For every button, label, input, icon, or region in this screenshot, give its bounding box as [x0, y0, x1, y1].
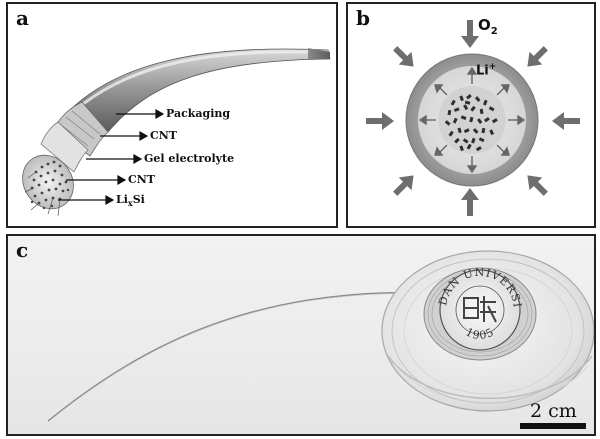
cross-section-diagram: [366, 20, 580, 216]
seal-bottom-textpath: 1905: [463, 325, 495, 342]
packaging-tip: [308, 48, 330, 59]
seal-emblem: [463, 296, 497, 323]
panel-c-photo: c: [6, 234, 596, 436]
panel-b-cross-section: b: [346, 2, 596, 228]
oxygen-label-sub: 2: [490, 26, 498, 37]
label-lixsi: LixSi: [116, 193, 145, 208]
lithium-ion-arrows: [418, 66, 526, 174]
lixsi-subscript: x: [127, 198, 133, 209]
fiber-on-spool-photo: FUDAN UNIVERSITY 1905: [8, 236, 594, 423]
label-gel-electrolyte: Gel electrolyte: [144, 152, 235, 165]
oxygen-arrows: [366, 20, 580, 216]
label-packaging: Packaging: [166, 107, 231, 120]
panel-a-fiber-structure: a: [6, 2, 338, 228]
lithium-ion-label: Li+: [476, 62, 496, 78]
lithium-ion-label-main: Li: [476, 63, 489, 79]
panel-c-letter: c: [16, 238, 29, 262]
lithium-ion-label-sup: +: [488, 62, 497, 72]
lixsi-main: Li: [116, 193, 128, 206]
panel-b-letter: b: [356, 6, 370, 30]
leader-lines: [58, 108, 165, 206]
university-seal: [439, 269, 521, 351]
oxygen-label: O2: [478, 16, 498, 37]
lixsi-end: Si: [132, 193, 145, 206]
seal-bottom-text: 1905: [463, 325, 496, 342]
label-cnt-inner: CNT: [128, 173, 155, 186]
oxygen-label-main: O: [478, 16, 491, 34]
scale-bar-label: 2 cm: [530, 400, 577, 422]
core-particles: [444, 93, 498, 152]
outer-cnt-section: [52, 101, 109, 157]
scale-bar: [520, 423, 586, 429]
fiber-battery-illustration: [22, 48, 331, 217]
panel-a-letter: a: [16, 6, 29, 30]
label-cnt-outer: CNT: [150, 129, 177, 142]
gel-electrolyte-band: [40, 121, 89, 173]
